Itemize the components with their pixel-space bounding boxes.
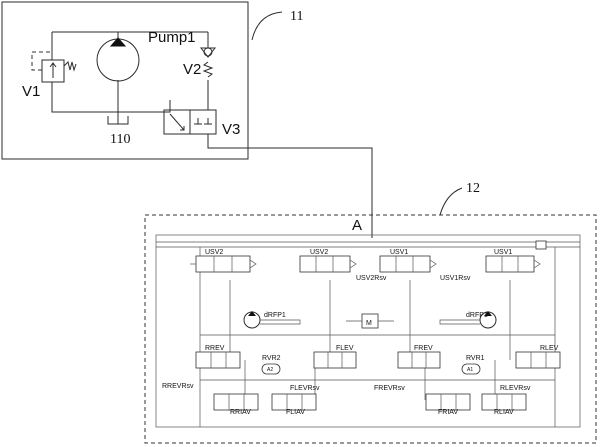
label-rlev: RLEV [540, 345, 559, 352]
label-rvr1: RVR1 [466, 355, 485, 362]
callout-12-leader [439, 187, 463, 216]
label-rliav: RLIAV [494, 409, 514, 416]
label-v3: V3 [222, 121, 240, 138]
label-usv1-right: USV1 [494, 249, 512, 256]
label-friav: FRIAV [438, 409, 458, 416]
label-motor: M [366, 320, 372, 327]
label-drfp1-right: dRFP1 [466, 312, 488, 319]
label-rrevrsv: RREVRsv [162, 383, 194, 390]
label-rlevrsv: RLEVRsv [500, 385, 531, 392]
label-flevrsv: FLEVRsv [290, 385, 320, 392]
label-a1: A1 [467, 367, 473, 373]
valve-usv2-left [190, 255, 257, 273]
pump-drfp1-right [439, 311, 497, 329]
check-valve-v2 [199, 47, 217, 78]
accumulator-rvr1 [461, 363, 481, 375]
label-usv2rsv: USV2Rsv [356, 275, 387, 282]
tank-110 [107, 112, 129, 125]
relief-valve-v1 [31, 51, 77, 83]
valve-fliav [271, 393, 317, 411]
callout-11: 11 [290, 9, 303, 24]
label-a2: A2 [267, 367, 273, 373]
label-v2: V2 [183, 61, 201, 78]
accumulator-rvr2 [261, 363, 281, 375]
label-frev: FREV [414, 345, 433, 352]
valve-usv1-left [379, 255, 437, 273]
motor-m [346, 313, 394, 329]
valve-usv1-right [485, 255, 541, 273]
label-usv2-right: USV2 [310, 249, 328, 256]
callout-11-leader [251, 11, 283, 41]
valve-rriav [213, 393, 259, 411]
label-frevrsv: FREVRsv [374, 385, 405, 392]
pressure-sensor [535, 240, 547, 250]
valve-rlev [515, 351, 561, 369]
label-rriav: RRIAV [230, 409, 251, 416]
pump-1 [96, 37, 140, 82]
valve-rliav [481, 393, 527, 411]
valve-usv2-right [299, 255, 357, 273]
module-12-frame [144, 214, 597, 444]
label-v1: V1 [22, 83, 40, 100]
label-flev: FLEV [336, 345, 354, 352]
valve-flev [313, 351, 357, 369]
valve-frev [397, 351, 441, 369]
label-usv1rsv: USV1Rsv [440, 275, 471, 282]
supply-line-a [207, 134, 373, 238]
callout-12: 12 [466, 181, 480, 196]
label-usv2-left: USV2 [205, 249, 223, 256]
label-110: 110 [110, 132, 130, 147]
label-a: A [352, 217, 362, 234]
label-pump1: Pump1 [148, 29, 196, 46]
label-drfp1-left: dRFP1 [264, 312, 286, 319]
label-usv1-left: USV1 [390, 249, 408, 256]
label-fliav: FLIAV [286, 409, 305, 416]
valve-rrev [195, 351, 241, 369]
label-rrev: RREV [205, 345, 225, 352]
module-11-frame [1, 1, 249, 160]
pump-drfp1-left [243, 311, 301, 329]
valve-friav [425, 393, 471, 411]
directional-valve-v3 [163, 109, 217, 135]
label-rvr2: RVR2 [262, 355, 281, 362]
